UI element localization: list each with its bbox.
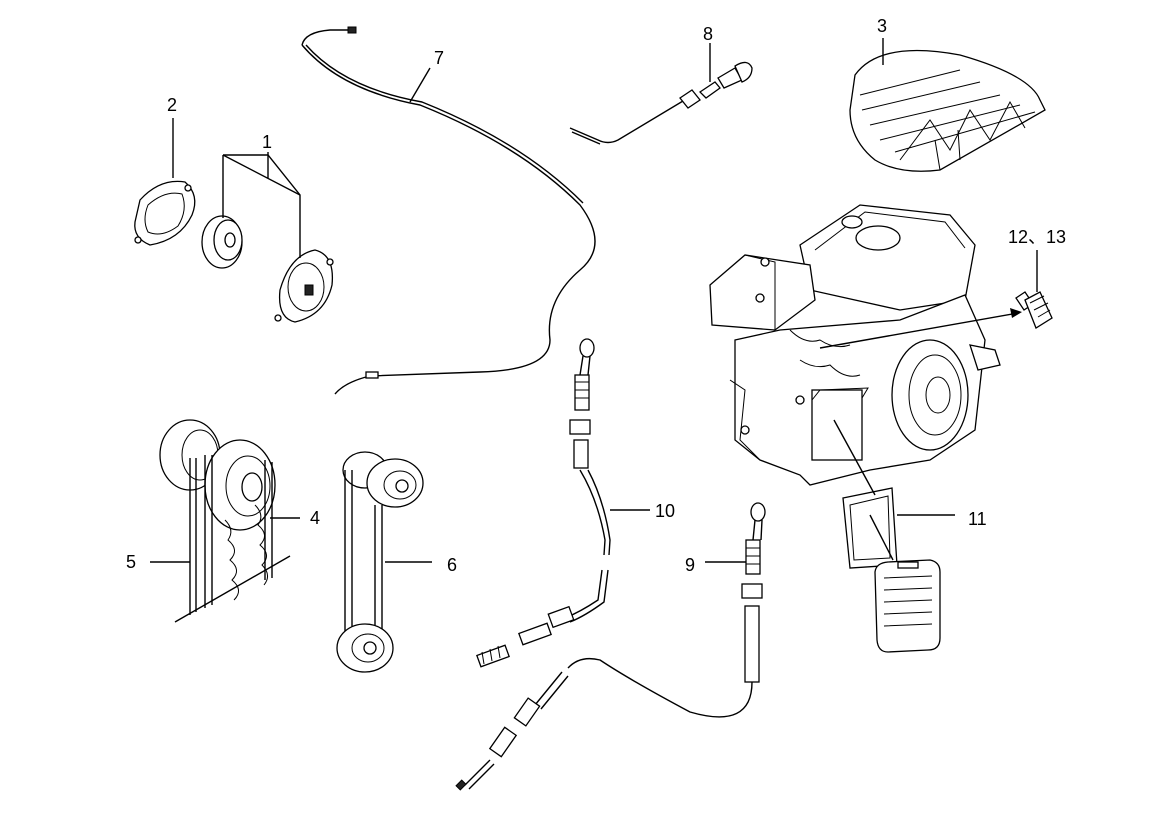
part-9-cable xyxy=(455,502,766,791)
callout-3: 3 xyxy=(877,16,887,36)
part-8-control-cable xyxy=(569,61,753,145)
part-2-gasket xyxy=(134,180,196,246)
part-11-air-filter xyxy=(833,419,941,653)
callout-1: 1 xyxy=(262,132,272,152)
callout-11: 11 xyxy=(968,509,987,529)
callout-9: 9 xyxy=(685,555,695,575)
callout-7: 7 xyxy=(434,48,444,68)
callout-2: 2 xyxy=(167,95,177,115)
part-10-cable xyxy=(476,338,611,668)
part-6-v-belt xyxy=(336,451,424,673)
callout-4: 4 xyxy=(310,508,320,528)
callout-5: 5 xyxy=(126,552,136,572)
callout-10: 10 xyxy=(655,501,675,521)
callout-12-13: 12、13 xyxy=(1008,227,1066,247)
leader-lines xyxy=(150,38,1038,563)
part-7-cable xyxy=(301,26,596,395)
callout-labels: 1 2 3 4 5 6 7 8 9 10 11 12、13 xyxy=(126,16,1066,575)
callout-8: 8 xyxy=(703,24,713,44)
part-4-5-pulley-belts xyxy=(159,419,291,623)
engine xyxy=(709,204,1022,486)
part-3-track xyxy=(849,49,1046,172)
part-12-13-spark-plug xyxy=(1015,291,1053,329)
callout-6: 6 xyxy=(447,555,457,575)
part-1-bearing-assembly xyxy=(201,215,334,323)
